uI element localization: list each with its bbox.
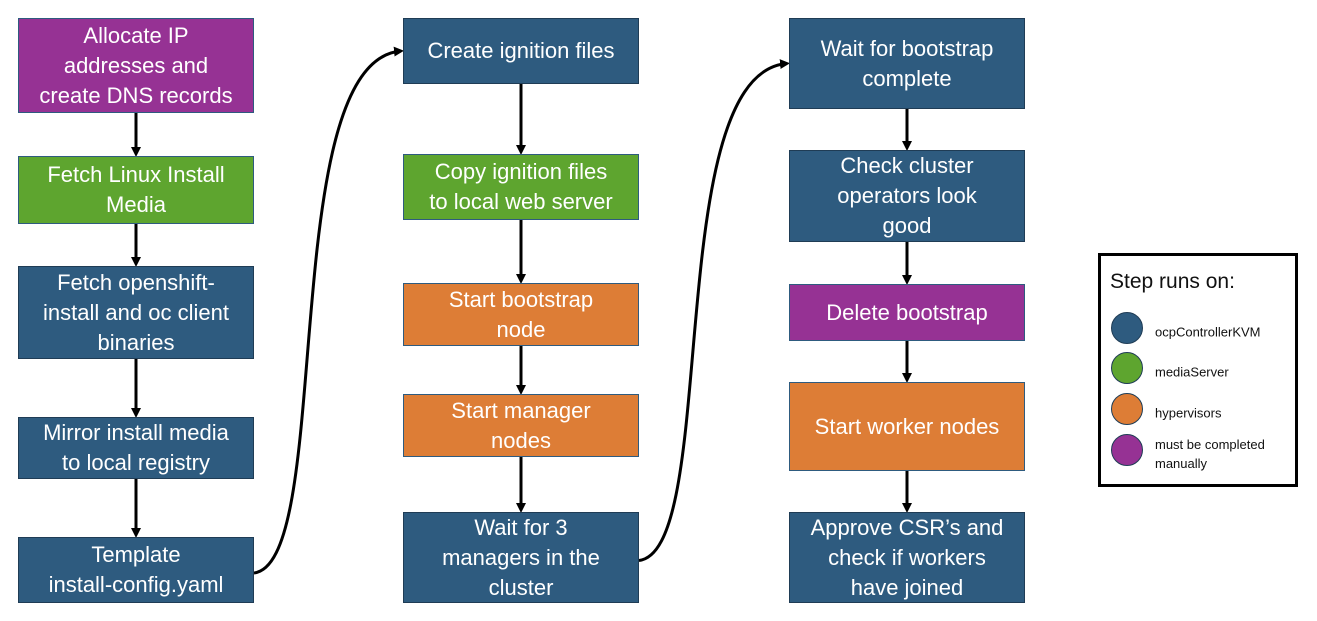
step-label-line: Mirror install media <box>43 420 229 445</box>
step-label-line: Create ignition files <box>427 38 615 63</box>
step-label-line: operators look <box>837 183 977 208</box>
legend-box: Step runs on: ocpControllerKVM mediaServ… <box>1098 253 1298 487</box>
step-label: Fetch openshift-install and oc client bin… <box>43 268 229 358</box>
step-label-line: create DNS records <box>39 82 233 108</box>
step-mirror-install: Mirror install media to local registry <box>18 417 254 479</box>
legend-swatch-orange <box>1111 393 1143 425</box>
step-label-line: Wait for 3 <box>474 514 568 540</box>
step-label-line: Wait for bootstrap <box>820 35 994 61</box>
step-label: Delete bootstrap <box>826 298 987 328</box>
step-label-line: binaries <box>97 329 175 355</box>
step-label-line: install-config.yaml <box>48 572 224 597</box>
step-label-line: managers in the <box>442 544 600 570</box>
step-label-line: install and oc client <box>43 299 229 325</box>
legend-swatch-green <box>1111 352 1143 384</box>
legend-swatch-purple <box>1111 434 1143 466</box>
step-label: Check cluster operators look good <box>837 151 976 241</box>
step-delete-bootstrap: Delete bootstrap <box>789 284 1025 341</box>
step-label-line: Start bootstrap <box>448 286 594 312</box>
step-start-workers: Start worker nodes <box>789 382 1025 471</box>
step-copy-ignition: Copy ignition files to local web server <box>403 154 639 220</box>
step-label-line: to local registry <box>62 450 210 475</box>
step-wait-bootstrap: Wait for bootstrap complete <box>789 18 1025 109</box>
step-create-ignition: Create ignition files <box>403 18 639 84</box>
arrow-template-config-to-create-ignition <box>253 46 404 575</box>
legend-item-ocpcontrollerkvm: ocpControllerKVM <box>1111 312 1291 352</box>
step-label: Start manager nodes <box>451 396 590 456</box>
arrow-wait-managers-to-wait-bootstrap <box>638 59 790 562</box>
step-fetch-openshift: Fetch openshift-install and oc client bin… <box>18 266 254 359</box>
step-template-config: Template install-config.yaml <box>18 537 254 603</box>
step-label: Start bootstrap node <box>449 285 593 345</box>
legend-label: ocpControllerKVM <box>1155 324 1261 340</box>
step-label: Allocate IP addresses and create DNS recor… <box>39 21 232 111</box>
step-label-line: Start worker nodes <box>814 413 1000 439</box>
step-label-line: Copy ignition files <box>434 159 608 184</box>
step-label-line: good <box>882 213 932 238</box>
step-check-operators: Check cluster operators look good <box>789 150 1025 242</box>
step-label: Copy ignition files to local web server <box>429 157 612 217</box>
step-label-line: Approve CSR’s and <box>810 514 1004 540</box>
step-label: Start worker nodes <box>815 412 1000 442</box>
step-label: Wait for bootstrap complete <box>821 34 994 94</box>
step-label-line: Start manager <box>451 397 591 423</box>
step-label-line: Fetch Linux Install <box>47 162 225 187</box>
legend-swatch-blue <box>1111 312 1143 344</box>
step-allocate-ip: Allocate IP addresses and create DNS recor… <box>18 18 254 113</box>
step-approve-csr: Approve CSR’s and check if workers have jo… <box>789 512 1025 603</box>
legend-label: mediaServer <box>1155 364 1229 380</box>
legend-label: must be completed manually <box>1155 437 1265 471</box>
step-label-line: check if workers <box>828 544 986 570</box>
step-label: Template install-config.yaml <box>49 540 224 600</box>
step-start-manager: Start manager nodes <box>403 394 639 457</box>
legend-title: Step runs on: <box>1110 270 1235 293</box>
step-label: Wait for 3 managers in the cluster <box>442 513 600 603</box>
step-label: Approve CSR’s and check if workers have jo… <box>811 513 1004 603</box>
step-label-line: cluster <box>488 574 554 600</box>
step-label-line: node <box>496 316 546 342</box>
step-label-line: Media <box>106 192 166 217</box>
step-label-line: Fetch openshift- <box>57 269 215 295</box>
step-label-line: complete <box>862 65 952 91</box>
legend-item-hypervisors: hypervisors <box>1111 393 1291 433</box>
step-label-line: have joined <box>850 574 964 600</box>
step-label-line: Check cluster <box>840 153 974 178</box>
legend-item-mediaserver: mediaServer <box>1111 352 1291 392</box>
step-label-line: Allocate IP <box>83 22 189 48</box>
legend-label: hypervisors <box>1155 405 1222 421</box>
step-start-bootstrap: Start bootstrap node <box>403 283 639 346</box>
step-wait-managers: Wait for 3 managers in the cluster <box>403 512 639 603</box>
legend-item-manual: must be completed manually <box>1111 434 1291 474</box>
step-label-line: Template <box>91 542 181 567</box>
step-label-line: to local web server <box>429 189 613 214</box>
step-label: Mirror install media to local registry <box>43 418 229 478</box>
step-label-line: nodes <box>491 427 551 453</box>
step-label-line: addresses and <box>63 52 209 78</box>
step-label: Create ignition files <box>427 36 614 66</box>
step-label-line: Delete bootstrap <box>826 299 988 325</box>
